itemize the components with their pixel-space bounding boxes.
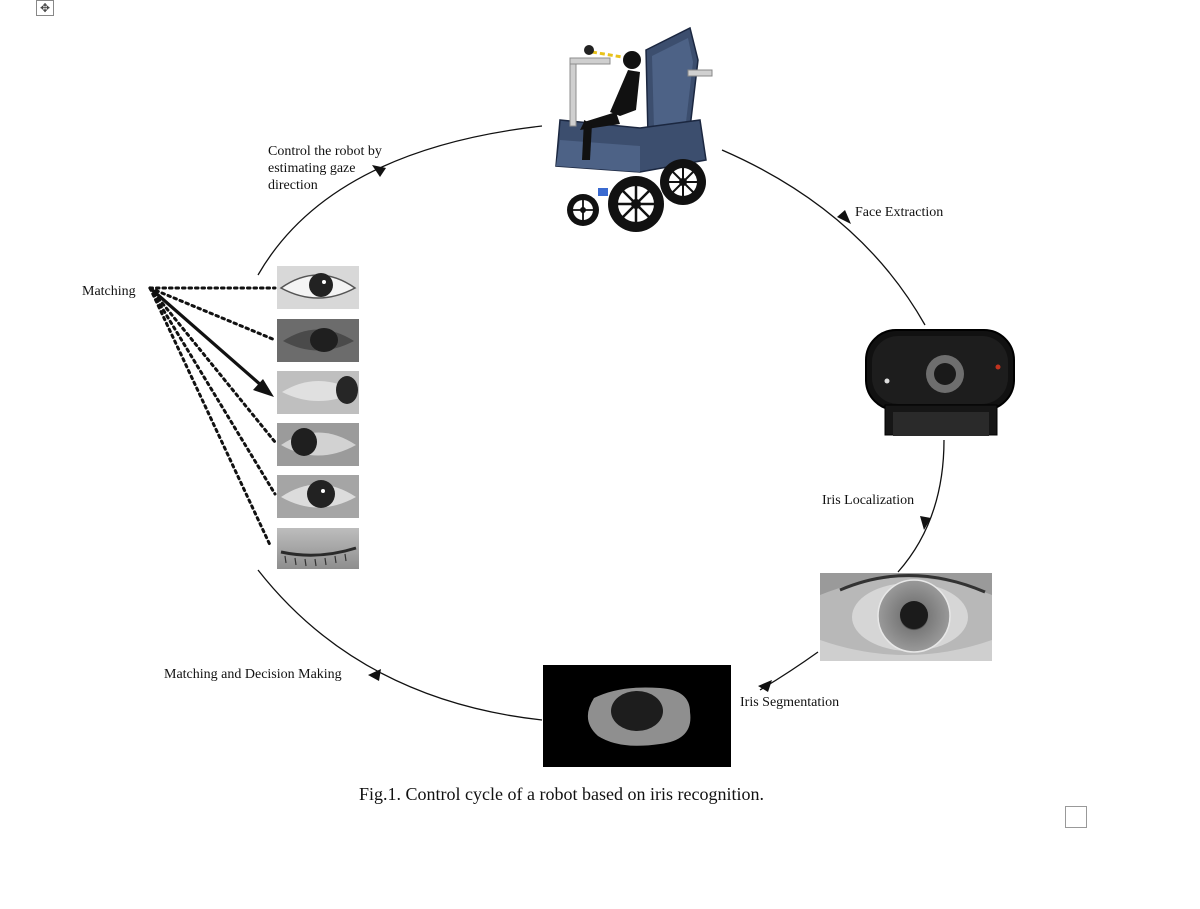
figure-caption: Fig.1. Control cycle of a robot based on… bbox=[359, 784, 764, 804]
eye-thumb-5 bbox=[277, 475, 359, 518]
eye-thumb-4 bbox=[277, 423, 359, 466]
eye-thumb-6 bbox=[277, 528, 359, 569]
cycle-arrowheads bbox=[368, 165, 931, 692]
eye-thumb-2 bbox=[277, 319, 359, 362]
label-matching: Matching bbox=[82, 284, 136, 299]
webcam-illustration bbox=[865, 329, 1015, 436]
anchor-box[interactable] bbox=[1065, 806, 1087, 828]
arrowhead-seg bbox=[758, 680, 772, 692]
label-matching-decision: Matching and Decision Making bbox=[164, 667, 342, 682]
label-control-line-2: estimating gaze bbox=[268, 161, 356, 176]
wheel-rear bbox=[660, 159, 706, 205]
label-control-line-1: Control the robot by bbox=[268, 144, 382, 159]
eye-thumb-3 bbox=[277, 371, 359, 414]
arrowhead-iris-loc bbox=[920, 516, 931, 530]
wheel-large bbox=[608, 176, 664, 232]
arrowhead-control bbox=[372, 165, 386, 177]
label-face-extraction: Face Extraction bbox=[855, 205, 944, 220]
wheel-small bbox=[567, 194, 599, 226]
label-control-line-3: direction bbox=[268, 178, 318, 193]
iris-localization-image bbox=[820, 573, 992, 661]
label-control-robot: Control the robot by estimating gaze dir… bbox=[268, 143, 408, 194]
arc-robot-to-camera bbox=[721, 149, 926, 326]
wheelchair-robot-illustration bbox=[555, 26, 713, 232]
eye-database bbox=[277, 266, 359, 569]
label-iris-localization: Iris Localization bbox=[822, 493, 915, 508]
arc-camera-to-iris bbox=[897, 439, 945, 573]
iris-segmentation-image bbox=[543, 665, 731, 767]
move-handle-icon[interactable]: ✥ bbox=[36, 0, 54, 16]
arc-segmentation-to-matching bbox=[257, 569, 543, 721]
label-iris-segmentation: Iris Segmentation bbox=[740, 695, 840, 710]
eye-thumb-1 bbox=[277, 266, 359, 309]
arc-control-to-robot bbox=[257, 125, 543, 276]
arrowhead-face bbox=[837, 210, 851, 224]
match-arrow bbox=[148, 286, 274, 397]
matching-lines bbox=[148, 286, 277, 547]
arrowhead-matching bbox=[368, 669, 381, 681]
